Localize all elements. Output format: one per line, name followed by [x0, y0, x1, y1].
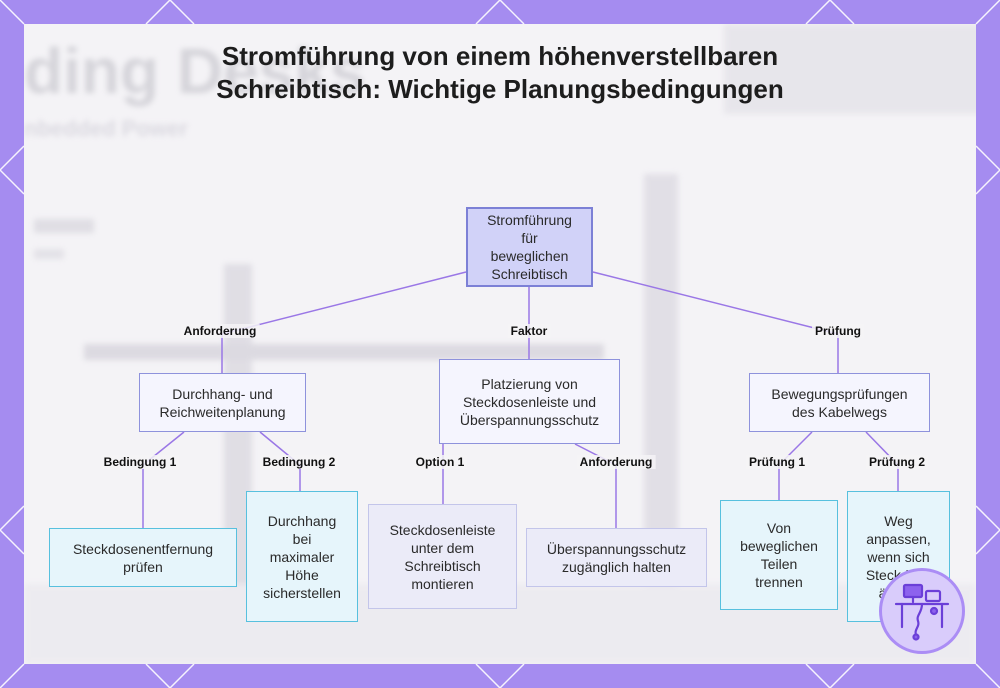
- leaf-node-steckdosenentfernung: Steckdosenentfernung prüfen: [49, 528, 237, 587]
- edge-label-faktor: Faktor: [507, 324, 551, 338]
- leaf-node-durchhang-hoehe-label: Durchhang bei maximaler Höhe sicherstell…: [263, 512, 341, 601]
- edge-label-pruefung-2: Prüfung 2: [866, 455, 928, 469]
- category-node-bewegungspruefungen-label: Bewegungsprüfungen des Kabelwegs: [771, 385, 908, 420]
- edge-label-anforderung: Anforderung: [180, 324, 260, 338]
- leaf-node-steckdosenleiste-montieren-label: Steckdosenleiste unter dem Schreibtisch …: [389, 521, 496, 592]
- edge-cat1-leaf1: [142, 431, 185, 528]
- leaf-node-steckdosenleiste-montieren: Steckdosenleiste unter dem Schreibtisch …: [368, 504, 517, 609]
- leaf-node-bewegliche-teile-label: Von beweglichen Teilen trennen: [740, 520, 818, 590]
- root-node-label: Stromführung für beweglichen Schreibtisc…: [487, 212, 572, 282]
- diagram-title: Stromführung von einem höhenverstellbare…: [216, 41, 784, 105]
- leaf-node-durchhang-hoehe: Durchhang bei maximaler Höhe sicherstell…: [246, 491, 358, 622]
- category-node-platzierung-label: Platzierung von Steckdosenleiste und Übe…: [459, 375, 600, 428]
- category-node-durchhang: Durchhang- und Reichweitenplanung: [139, 373, 306, 432]
- desk-workstation-icon: [879, 568, 965, 654]
- leaf-node-steckdosenentfernung-label: Steckdosenentfernung prüfen: [72, 540, 214, 575]
- category-node-bewegungspruefungen: Bewegungsprüfungen des Kabelwegs: [749, 373, 930, 432]
- edge-label-bedingung-2: Bedingung 2: [259, 455, 339, 469]
- background-subheading: nbedded Power: [24, 116, 188, 141]
- edge-label-option-1: Option 1: [412, 455, 468, 469]
- leaf-node-ueberspannungsschutz-label: Überspannungsschutz zugänglich halten: [546, 540, 687, 575]
- leaf-node-ueberspannungsschutz: Überspannungsschutz zugänglich halten: [526, 528, 707, 587]
- edge-label-anforderung-2: Anforderung: [576, 455, 656, 469]
- edge-label-pruefung-1: Prüfung 1: [746, 455, 808, 469]
- background-heading: ding Desks: [24, 35, 366, 107]
- category-node-durchhang-label: Durchhang- und Reichweitenplanung: [159, 385, 286, 420]
- edge-root-cat1: [221, 271, 467, 373]
- category-node-platzierung: Platzierung von Steckdosenleiste und Übe…: [439, 359, 620, 444]
- edge-label-pruefung: Prüfung: [812, 324, 864, 338]
- leaf-node-bewegliche-teile: Von beweglichen Teilen trennen: [720, 500, 838, 610]
- edge-label-bedingung-1: Bedingung 1: [100, 455, 180, 469]
- edge-root-cat3: [592, 271, 839, 373]
- root-node: Stromführung für beweglichen Schreibtisc…: [466, 207, 593, 287]
